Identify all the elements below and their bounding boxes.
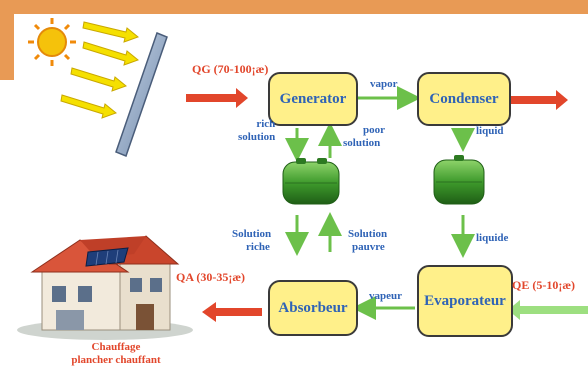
poor-solution-label: poor solution bbox=[343, 124, 385, 150]
vapeur-label: vapeur bbox=[369, 290, 402, 302]
qg-heat-arrow bbox=[186, 88, 248, 108]
condenser-box: Condenser bbox=[417, 72, 511, 126]
frame-left-border bbox=[0, 0, 14, 80]
sun-icon bbox=[28, 18, 76, 66]
qg-label: QG (70-100¡æ) bbox=[192, 62, 269, 76]
poor-solution-line2: solution bbox=[343, 137, 381, 149]
absorber-box: Absorbeur bbox=[268, 280, 358, 336]
solution-riche-line2: riche bbox=[246, 241, 270, 253]
generator-box: Generator bbox=[268, 72, 358, 126]
sun-ray-arrows bbox=[60, 21, 140, 119]
solution-pauvre-line1: Solution bbox=[348, 228, 388, 240]
qe-input-arrow bbox=[508, 300, 588, 320]
condenser-label: Condenser bbox=[429, 90, 499, 107]
poor-solution-line1: poor bbox=[363, 124, 385, 136]
evaporator-box: Evaporateur bbox=[417, 265, 513, 337]
house-icon bbox=[17, 235, 193, 340]
rich-solution-line2: solution bbox=[238, 131, 276, 143]
solution-tank-icon bbox=[282, 158, 340, 205]
flow-arrows bbox=[285, 86, 475, 320]
liquid-top-label: liquid bbox=[476, 125, 504, 137]
qa-heat-arrow bbox=[202, 302, 262, 322]
house-caption: Chauffage plancher chauffant bbox=[56, 341, 176, 367]
caption-line2: plancher chauffant bbox=[71, 354, 161, 366]
rich-solution-label: rich solution bbox=[238, 118, 276, 144]
condenser-output-arrow bbox=[510, 90, 568, 110]
solution-pauvre-line2: pauvre bbox=[352, 241, 385, 253]
qa-label: QA (30-35¡æ) bbox=[176, 270, 245, 284]
generator-label: Generator bbox=[279, 90, 347, 107]
qe-label: QE (5-10¡æ) bbox=[512, 278, 575, 292]
rich-solution-line1: rich bbox=[256, 118, 276, 130]
caption-line1: Chauffage bbox=[91, 341, 141, 353]
solar-panel bbox=[115, 32, 168, 157]
evaporator-label: Evaporateur bbox=[424, 292, 506, 309]
solution-riche-line1: Solution bbox=[232, 228, 272, 240]
vapor-label: vapor bbox=[370, 78, 398, 90]
refrigerant-tank-icon bbox=[433, 155, 485, 205]
solution-pauvre-label: Solution pauvre bbox=[348, 228, 387, 254]
absorber-label: Absorbeur bbox=[278, 299, 348, 316]
liquide-label: liquide bbox=[476, 232, 509, 244]
frame-top-border bbox=[0, 0, 588, 14]
solution-riche-label: Solution riche bbox=[232, 228, 271, 254]
